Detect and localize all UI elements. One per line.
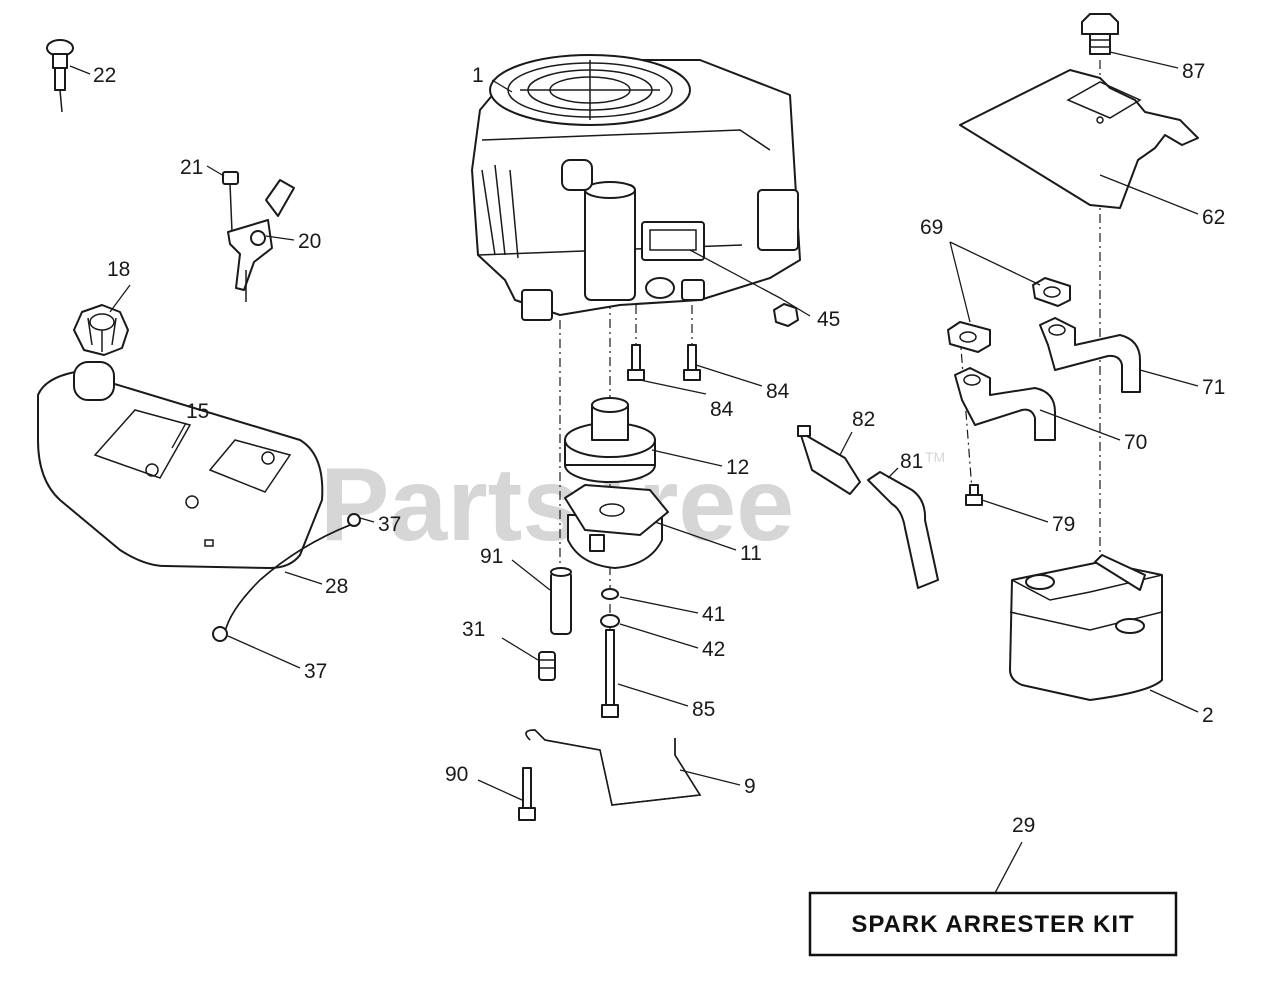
callout-84-upper: 84 — [766, 380, 790, 403]
callout-85: 85 — [692, 698, 715, 721]
spacer-part[interactable] — [550, 567, 572, 635]
muffler-part[interactable] — [1009, 554, 1163, 701]
leader-lines — [69, 51, 1199, 894]
bolt-part-79[interactable] — [965, 484, 983, 506]
rod-part[interactable] — [525, 729, 702, 806]
fuel-tank-part[interactable] — [37, 361, 324, 569]
callout-91: 91 — [480, 545, 503, 568]
callout-45: 45 — [817, 308, 840, 331]
callout-62: 62 — [1202, 206, 1225, 229]
callout-37-bottom: 37 — [304, 660, 327, 683]
callout-12: 12 — [726, 456, 749, 479]
callout-90: 90 — [445, 763, 468, 786]
callout-87: 87 — [1182, 60, 1205, 83]
callout-20: 20 — [298, 230, 321, 253]
callout-1: 1 — [472, 64, 484, 87]
bolt-part-85[interactable] — [601, 629, 619, 718]
bolt-part-90[interactable] — [518, 767, 536, 821]
callout-84-lower: 84 — [710, 398, 734, 421]
callout-79: 79 — [1052, 513, 1075, 536]
fuel-hose-part[interactable] — [212, 513, 361, 642]
pulley-part[interactable] — [564, 397, 656, 483]
spark-arrester-kit-label: SPARK ARRESTER KIT — [851, 911, 1134, 938]
washer-parts[interactable] — [600, 588, 620, 628]
fuel-cap-part[interactable] — [73, 304, 129, 356]
callout-81: 81 — [900, 450, 923, 473]
callout-22: 22 — [93, 64, 116, 87]
callout-28: 28 — [325, 575, 348, 598]
bolt-parts-84[interactable] — [627, 344, 701, 381]
spring-part[interactable] — [538, 651, 556, 681]
alignment-lines — [559, 60, 1101, 700]
callout-42: 42 — [702, 638, 725, 661]
callout-18: 18 — [107, 258, 130, 281]
heat-shield-part[interactable] — [959, 69, 1199, 209]
callout-21: 21 — [180, 156, 203, 179]
throttle-bracket-part[interactable] — [222, 171, 295, 302]
callout-69: 69 — [920, 216, 943, 239]
callout-37-top: 37 — [378, 513, 401, 536]
callout-31: 31 — [462, 618, 485, 641]
engine-part[interactable] — [471, 54, 801, 321]
fitting-part[interactable] — [797, 425, 861, 495]
knob-part[interactable] — [1081, 13, 1119, 55]
callout-labels: 1 22 21 20 18 15 37 28 37 45 84 84 12 11… — [93, 60, 1225, 837]
callout-11: 11 — [740, 542, 762, 565]
watermark: PartsTree — [320, 447, 794, 563]
callout-2: 2 — [1202, 704, 1214, 727]
callout-15: 15 — [186, 400, 209, 423]
callout-9: 9 — [744, 775, 756, 798]
clutch-part[interactable] — [564, 484, 669, 569]
hose-part[interactable] — [867, 471, 939, 589]
gasket-parts[interactable] — [947, 277, 1071, 353]
nut-part-45[interactable] — [773, 303, 799, 327]
callout-70: 70 — [1124, 431, 1147, 454]
callout-71: 71 — [1202, 376, 1225, 399]
spark-arrester-kit-box[interactable]: SPARK ARRESTER KIT — [808, 891, 1178, 957]
callout-82: 82 — [852, 408, 875, 431]
callout-29: 29 — [1012, 814, 1035, 837]
exhaust-pipe-71[interactable] — [1039, 317, 1141, 393]
watermark-trademark: TM — [925, 449, 945, 465]
callout-41: 41 — [702, 603, 725, 626]
exhaust-pipe-70[interactable] — [954, 367, 1056, 441]
dipstick-part[interactable] — [46, 39, 74, 113]
